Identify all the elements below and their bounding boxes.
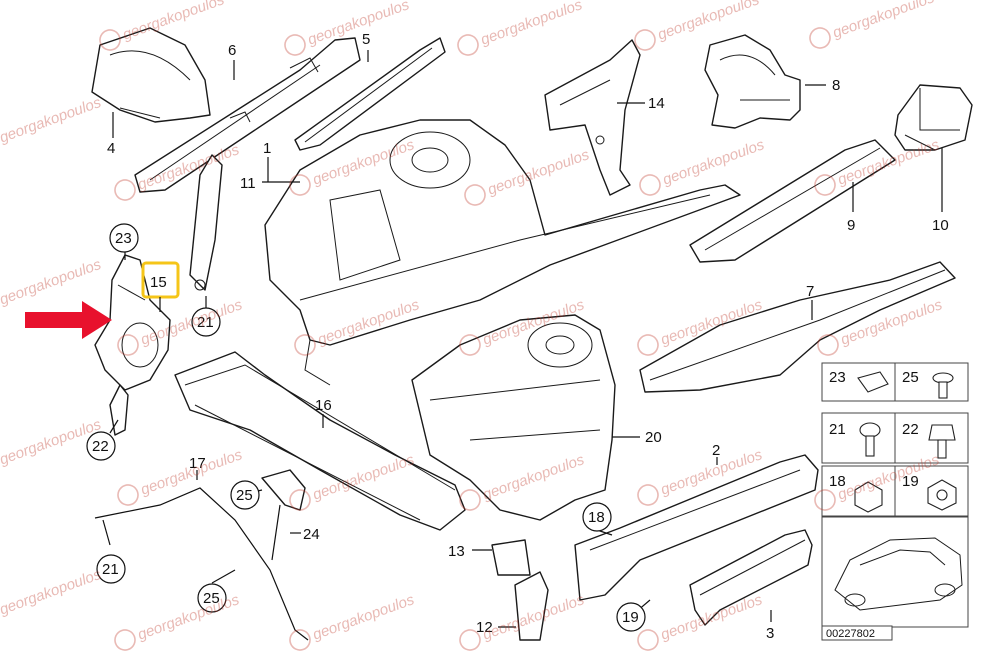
label-16: 16 (315, 397, 332, 414)
label-3: 3 (766, 625, 774, 642)
label-22: 22 (92, 438, 109, 455)
part-2-drawing (574, 454, 819, 601)
watermark-text: georgakopoulos (0, 566, 104, 619)
bolt-icon (859, 422, 881, 438)
watermark-text: georgakopoulos (478, 0, 585, 49)
label-13: 13 (448, 543, 465, 560)
label-5: 5 (362, 31, 370, 48)
hw-label-19: 19 (902, 473, 919, 490)
part-24-drawing (261, 469, 306, 561)
red-arrow-icon (25, 301, 112, 339)
label-19: 19 (622, 609, 639, 626)
flange-nut-icon (854, 481, 883, 513)
watermark-text: georgakopoulos (138, 446, 245, 499)
part-3-drawing (689, 529, 813, 626)
part-1-drawing (264, 119, 741, 386)
label-21-b: 21 (102, 561, 119, 578)
label-8: 8 (832, 77, 840, 94)
part-22-drawing (109, 384, 129, 436)
label-25-a: 25 (203, 590, 220, 607)
label-2: 2 (712, 442, 720, 459)
part-14-drawing (544, 39, 641, 196)
watermark-text: georgakopoulos (830, 0, 937, 42)
label-21-a: 21 (197, 314, 214, 331)
part-13-drawing (491, 539, 531, 576)
part-12-drawing (514, 571, 549, 641)
part-11-drawing (189, 154, 223, 291)
part-10-drawing (894, 84, 973, 151)
hw-label-22: 22 (902, 421, 919, 438)
hw-label-21: 21 (829, 421, 846, 438)
label-1: 1 (263, 140, 271, 157)
hardware-legend: 23 25 21 22 18 19 00227802 (821, 362, 969, 641)
label-7: 7 (806, 283, 814, 300)
watermark-text: georgakopoulos (120, 0, 227, 44)
label-15: 15 (150, 274, 167, 291)
part-8-drawing (704, 34, 801, 129)
hw-label-25: 25 (902, 369, 919, 386)
part-labels: 4 6 5 14 8 10 9 1 11 7 16 20 2 3 13 12 1… (86, 31, 949, 642)
watermark-text: georgakopoulos (0, 256, 104, 309)
label-11: 11 (240, 175, 256, 192)
label-25-b: 25 (236, 487, 253, 504)
label-14: 14 (648, 95, 665, 112)
drawing-code: 00227802 (826, 628, 875, 640)
part-5-drawing (294, 37, 446, 151)
watermark-text: georgakopoulos (305, 0, 412, 49)
watermark-text: georgakopoulos (660, 136, 767, 189)
label-6: 6 (228, 42, 236, 59)
label-20: 20 (645, 429, 662, 446)
label-9: 9 (847, 217, 855, 234)
watermark-text: georgakopoulos (310, 591, 417, 644)
label-4: 4 (107, 140, 115, 157)
hw-label-23: 23 (829, 369, 846, 386)
part-15-drawing (94, 254, 171, 391)
watermark-text: georgakopoulos (0, 94, 104, 147)
car-silhouette-icon (834, 537, 963, 611)
label-23: 23 (115, 230, 132, 247)
label-18: 18 (588, 509, 605, 526)
clip-nut-icon (857, 371, 889, 393)
hw-label-18: 18 (829, 473, 846, 490)
part-7-drawing (639, 261, 956, 393)
part-20-drawing (411, 314, 616, 521)
part-9-drawing (689, 139, 896, 263)
label-17: 17 (189, 455, 206, 472)
part-16-drawing (174, 351, 466, 531)
label-12: 12 (476, 619, 493, 636)
part-17-drawing (94, 487, 309, 641)
label-24: 24 (303, 526, 320, 543)
watermark-text: georgakopoulos (135, 591, 242, 644)
bolt-icon (928, 424, 956, 441)
label-10: 10 (932, 217, 949, 234)
part-4-drawing (91, 27, 211, 123)
part-6-drawing (134, 37, 361, 193)
